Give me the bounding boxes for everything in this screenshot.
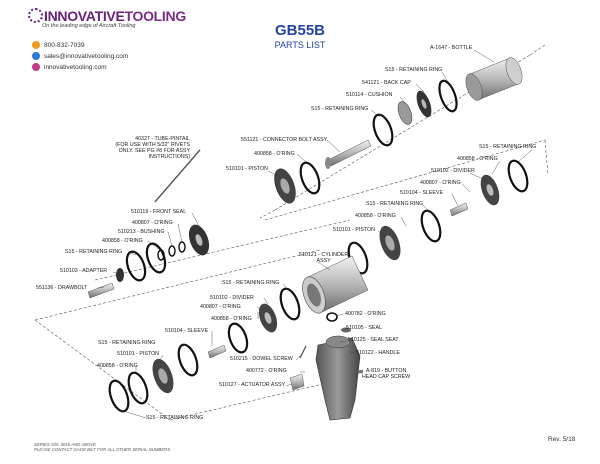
button-screw-name-2: HEAD CAP SCREW: [362, 374, 411, 381]
label-retaining-ring-2: S15 - RETAINING RING: [311, 106, 369, 112]
handle-part: [315, 335, 361, 421]
front-seal-part: [188, 224, 210, 256]
label-oring-bottom: 400858 - O'RING: [97, 363, 138, 369]
gear-logo-icon: [28, 8, 43, 23]
piston-1-part: [274, 168, 296, 204]
label-bushing: 510213 - BUSHING: [118, 229, 165, 235]
leader-lines: [97, 49, 533, 419]
label-adapter: 510103 - ADAPTER: [60, 268, 108, 274]
front-retaining-rings: [125, 242, 167, 282]
label-connector-bolt: 551121 - CONNECTOR BOLT ASSY: [241, 137, 328, 143]
label-oring-center-2: 400858 - O'RING: [211, 316, 252, 322]
divider-center-part: [258, 303, 278, 333]
label-divider-center: 510102 - DIVIDER: [210, 295, 254, 301]
label-seal: 510105 - SEAL: [346, 325, 382, 331]
label-sleeve-center: 510104 - SLEEVE: [165, 328, 208, 334]
label-piston-mid: 510101 - PISTON: [333, 227, 376, 233]
tube-pintail-note-1: (FOR USE WITH 5/32" RIVETS: [115, 142, 190, 149]
label-retaining-ring-mid: S15 - RETAINING RING: [366, 201, 424, 207]
cylinder-name-2: ASSY: [316, 258, 331, 265]
label-bottle: A-1647 - BOTTLE: [430, 45, 473, 51]
tube-pintail-name: 40327 - TUBE-PINTAIL: [135, 136, 190, 142]
oring-400782: [326, 312, 338, 322]
label-actuator: 510127 - ACTUATOR ASSY: [219, 382, 286, 388]
label-oring-right-2: 400807 - O'RING: [420, 180, 461, 186]
revision-label: Rev. 5/18: [548, 436, 576, 443]
back-cap-part: [416, 90, 432, 118]
dowel-screw-part: [299, 345, 307, 359]
page-subtitle: PARTS LIST: [274, 40, 326, 50]
label-retaining-ring-center: S15 - RETAINING RING: [222, 280, 280, 286]
label-cylinder: 510121 - CYLINDER ASSY: [299, 252, 348, 264]
center-retaining-rings: [227, 287, 301, 354]
divider-right-part: [480, 174, 500, 206]
cylinder-name: 510121 - CYLINDER: [299, 252, 349, 258]
phone-icon: [32, 41, 40, 49]
sleeve-right-part: [449, 202, 469, 217]
tube-pintail-part: [154, 149, 202, 203]
label-oring-front-1: 400807 - O'RING: [132, 220, 173, 226]
label-retaining-ring-front: S15 - RETAINING RING: [65, 249, 123, 255]
footer-serial-note: SERIES S/N: 3016 AND ABOVE PLEASE CONTAC…: [34, 442, 170, 452]
label-back-cap: 541121 - BACK CAP: [362, 80, 411, 86]
cushion-part: [397, 101, 413, 125]
adapter-part: [116, 268, 124, 282]
email-text[interactable]: sales@innovativetooling.com: [44, 52, 129, 60]
label-drawbolt: 551136 - DRAWBOLT: [36, 285, 88, 291]
label-dowel-screw: 510215 - DOWEL SCREW: [230, 356, 293, 362]
contact-email[interactable]: sales@innovativetooling.com: [32, 52, 128, 60]
connector-bolt-part: [325, 139, 372, 169]
bottom-retaining-rings: [108, 343, 199, 413]
label-handle: 510122 - HANDLE: [356, 350, 400, 356]
label-button-screw: A-819 - BUTTON HEAD CAP SCREW: [362, 368, 410, 380]
label-oring-400772: 400772 - O'RING: [246, 368, 287, 374]
label-piston-1: 510101 - PISTON: [226, 166, 269, 172]
page-title: GB55B: [274, 22, 326, 39]
label-oring-right-1: 400858 - O'RING: [457, 156, 498, 162]
contact-website[interactable]: innovativetooling.com: [32, 63, 107, 71]
label-oring-1: 400858 - O'RING: [254, 151, 295, 157]
drawbolt-part: [87, 282, 115, 299]
label-oring-front-2: 400858 - O'RING: [102, 238, 143, 244]
piston-mid-part: [379, 225, 401, 261]
label-retaining-ring-right: S15 - RETAINING RING: [479, 144, 537, 150]
actuator-assy-part: [289, 373, 305, 391]
assembly-axis-lines: [34, 44, 549, 421]
globe-icon: [32, 63, 40, 71]
footer-note-1: SERIES S/N: 3016 AND ABOVE: [34, 442, 97, 447]
brand-name-a: INNOVATIVE: [44, 8, 125, 24]
label-divider-right: 510102 - DIVIDER: [431, 168, 475, 174]
brand-logo: INNOVATIVETOOLING On the leading edge of…: [28, 8, 208, 38]
label-cushion: 510114 - CUSHION: [346, 92, 393, 98]
tube-pintail-note-3: INSTRUCTIONS): [148, 154, 191, 161]
label-oring-center-1: 400807 - O'RING: [200, 304, 241, 310]
button-screw-part: [358, 370, 363, 373]
brand-name-b: TOOLING: [124, 8, 187, 24]
brand-tagline: On the leading edge of Aircraft Tooling: [42, 23, 136, 29]
website-text[interactable]: innovativetooling.com: [44, 63, 107, 71]
label-oring-mid: 400858 - O'RING: [355, 213, 396, 219]
label-piston-bottom: 510101 - PISTON: [117, 351, 160, 357]
label-sleeve-right: 510104 - SLEEVE: [400, 190, 443, 196]
footer-note-2: PLEASE CONTACT GAGE BILT FOR ALL OTHER S…: [34, 447, 171, 453]
contact-phone: 800-832-7039: [32, 41, 84, 49]
label-retaining-ring-top: S15 - RETAINING RING: [385, 67, 443, 73]
label-front-seal: 510119 - FRONT SEAL: [131, 209, 187, 215]
sleeve-center-part: [207, 344, 227, 359]
cylinder-assy-part: [302, 255, 369, 314]
label-retaining-ring-bottom-2: S15 - RETAINING RING: [146, 415, 204, 421]
label-seal-seat: 510125 - SEAL SEAT: [348, 337, 399, 343]
tube-pintail-note-2: ONLY. SEE PG #8 FOR ASSY: [118, 148, 190, 155]
phone-text: 800-832-7039: [44, 41, 85, 49]
label-tube-pintail: 40327 - TUBE-PINTAIL (FOR USE WITH 5/32"…: [100, 136, 190, 160]
piston-bottom-part: [152, 358, 174, 394]
label-retaining-ring-bottom-1: S15 - RETAINING RING: [98, 340, 156, 346]
button-screw-name: A-819 - BUTTON: [365, 368, 407, 374]
label-oring-400782: 400782 - O'RING: [345, 311, 386, 317]
bottle-part: [465, 57, 523, 101]
email-icon: [32, 52, 40, 60]
